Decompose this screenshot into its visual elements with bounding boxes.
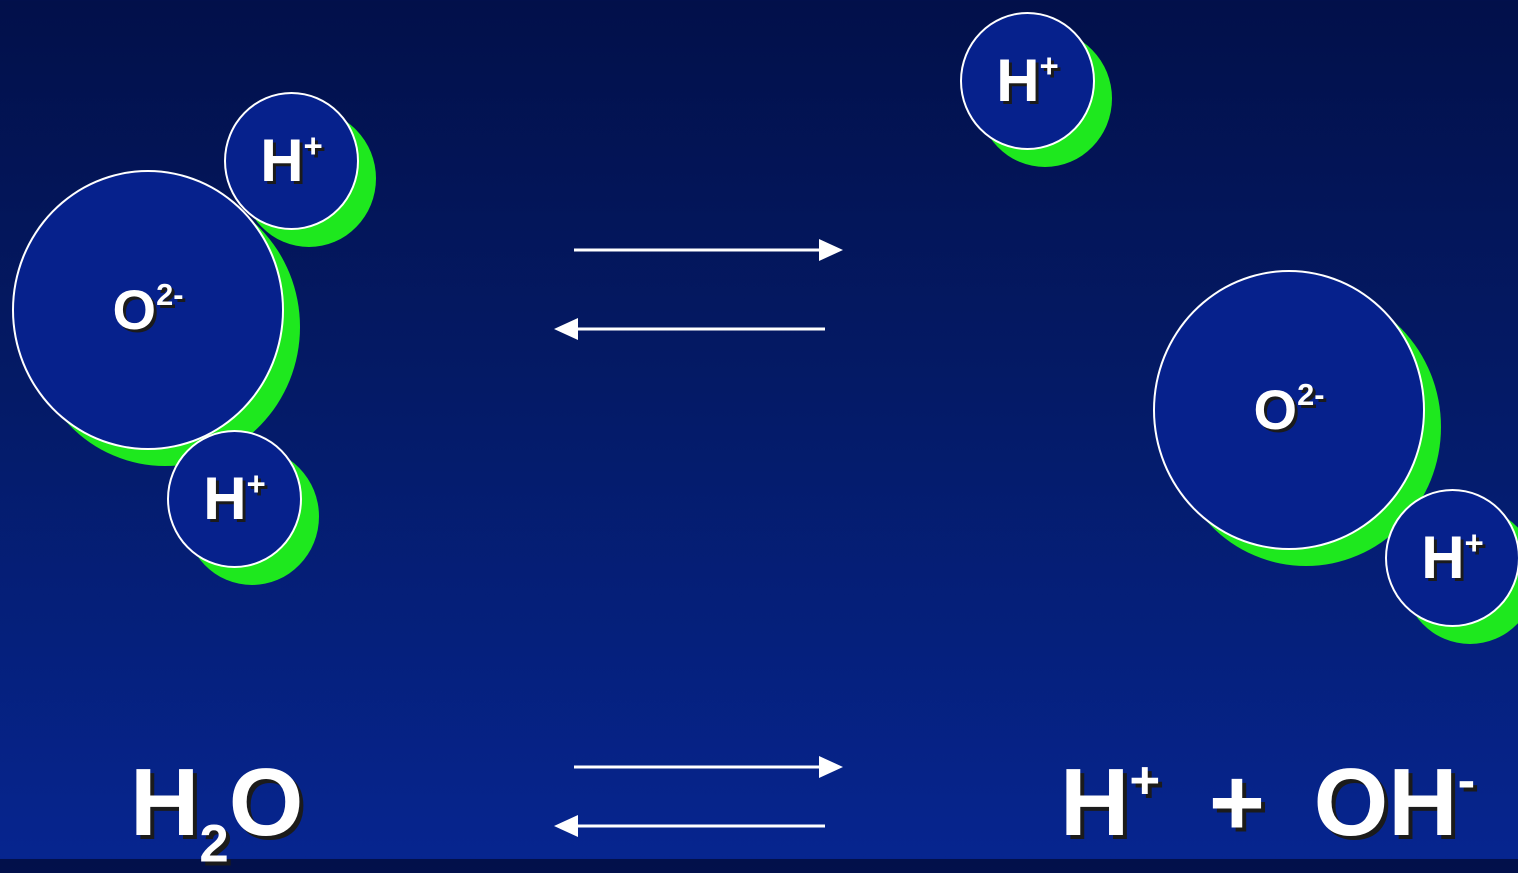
equation-hydroxide: OH bbox=[1313, 749, 1458, 856]
equation-reactant-water: H2O bbox=[130, 749, 304, 873]
atom-charge: 2- bbox=[156, 277, 184, 313]
reverse-arrowhead bbox=[554, 318, 578, 340]
reactant-hydrogen-bottom: H+ bbox=[167, 430, 319, 585]
product-hydrogen: H+ bbox=[1385, 489, 1518, 644]
equation-hydrogen-charge: + bbox=[1129, 751, 1161, 810]
equation-products: H+ + OH- bbox=[1060, 754, 1475, 851]
atom-symbol: O bbox=[112, 278, 157, 341]
atom-charge: + bbox=[303, 127, 323, 165]
reactant-hydrogen-top: H+ bbox=[224, 92, 376, 247]
atom-charge: + bbox=[1039, 47, 1059, 85]
upper-equilibrium-arrow-pair bbox=[554, 239, 843, 340]
atom-symbol: H bbox=[203, 465, 247, 532]
atom-charge: + bbox=[246, 465, 266, 503]
atom-charge: 2- bbox=[1297, 377, 1325, 413]
atom-symbol: H bbox=[996, 47, 1040, 114]
equation-hydrogen: H bbox=[1060, 749, 1130, 856]
product-free-hydrogen: H+ bbox=[960, 12, 1112, 167]
atom-symbol: O bbox=[1253, 378, 1298, 441]
atom-symbol: H bbox=[1421, 524, 1465, 591]
equation-hydroxide-charge: - bbox=[1457, 751, 1476, 810]
forward-arrowhead bbox=[819, 756, 843, 778]
lower-equilibrium-arrow-pair bbox=[554, 756, 843, 837]
reverse-arrowhead bbox=[554, 815, 578, 837]
atom-symbol: H bbox=[260, 127, 304, 194]
equation-plus: + bbox=[1208, 749, 1265, 856]
reactant-oxygen: O2- bbox=[12, 170, 300, 466]
forward-arrowhead bbox=[819, 239, 843, 261]
atom-charge: + bbox=[1464, 524, 1484, 562]
